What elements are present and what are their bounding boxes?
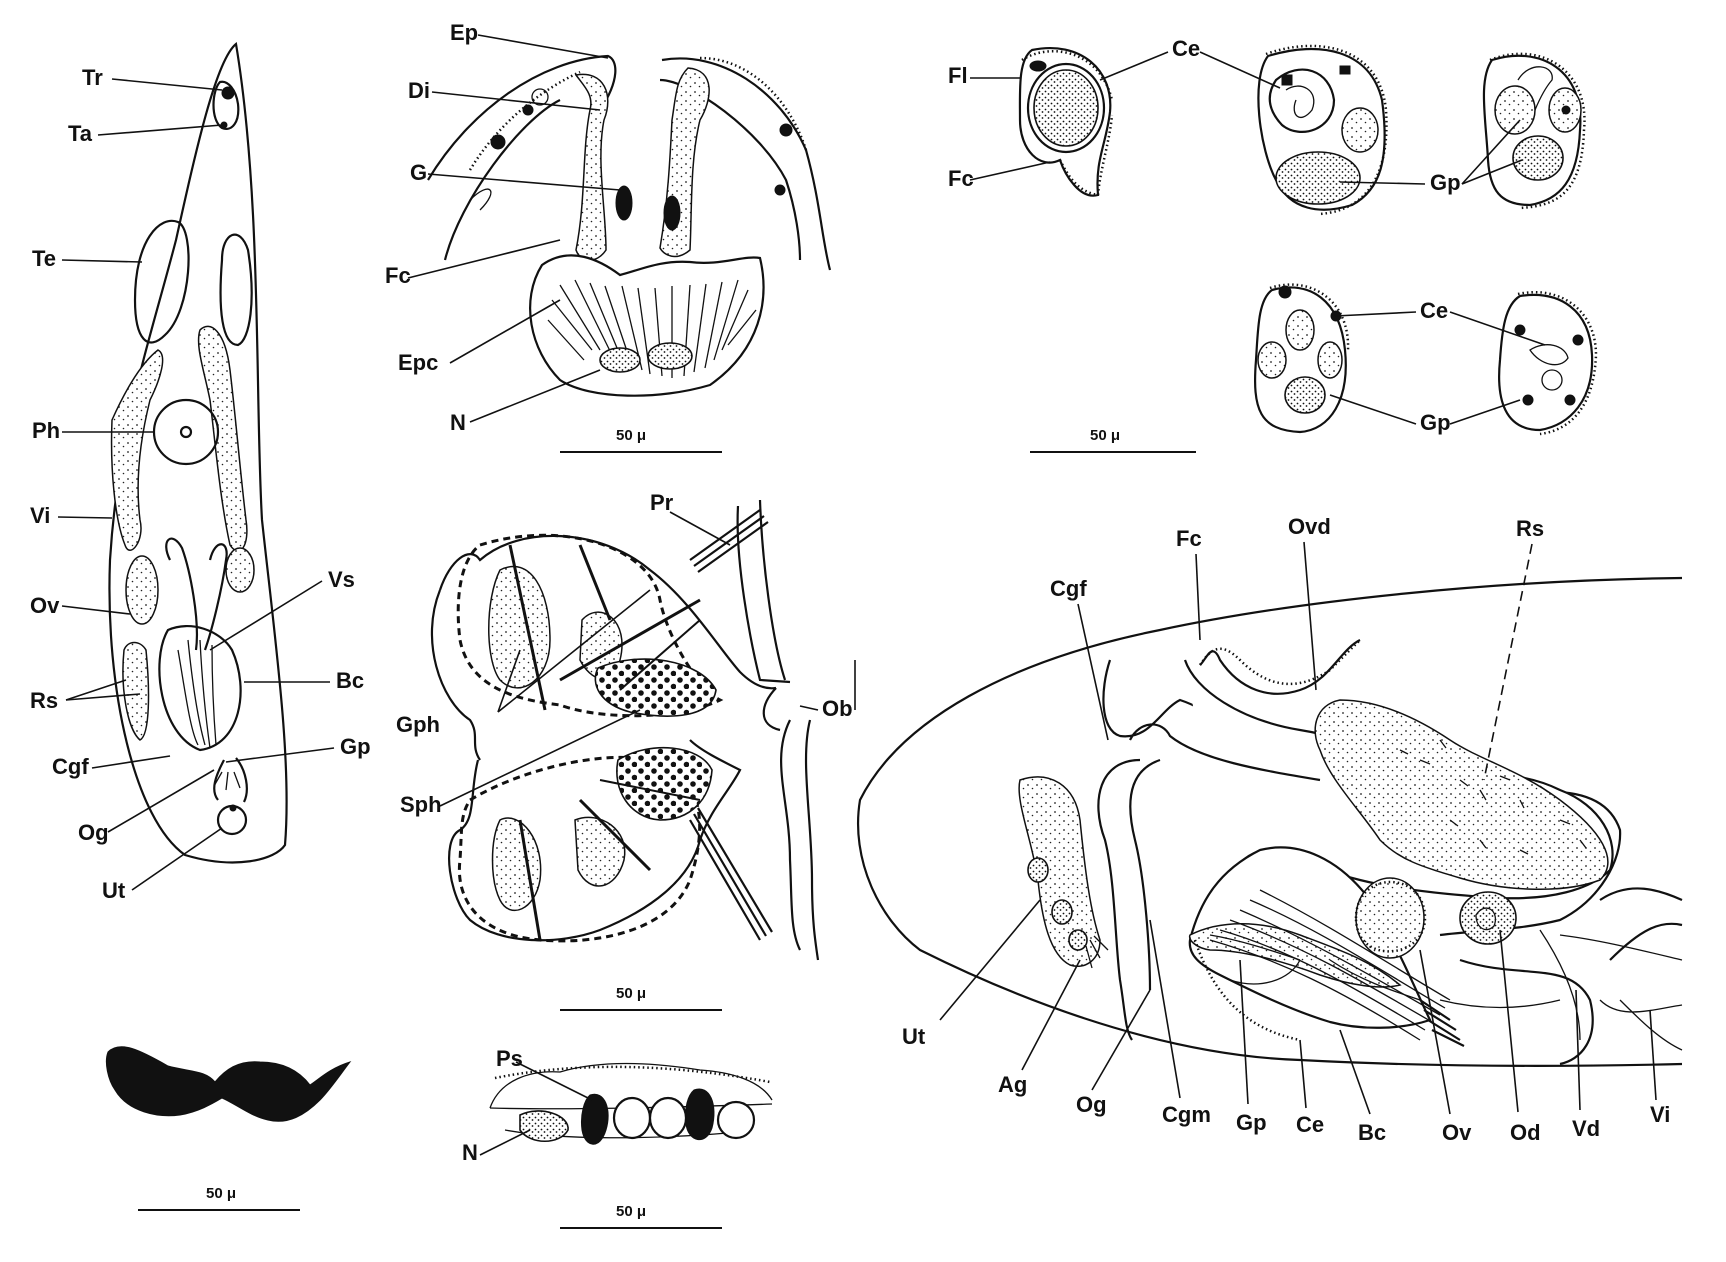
label-gp-long: Gp (1236, 1110, 1267, 1135)
scale-label-pharynx: 50 μ (616, 427, 646, 444)
longitudinal-section-drawing (856, 576, 1683, 1067)
label-rs: Rs (30, 688, 58, 713)
label-vi-long: Vi (1650, 1102, 1670, 1127)
label-ob: Ob (822, 696, 853, 721)
label-rs-long: Rs (1516, 516, 1544, 541)
cross-section-leader-lines (969, 51, 1546, 425)
scale-label-cross-sections: 50 μ (1090, 427, 1120, 444)
label-ovd: Ovd (1288, 514, 1331, 539)
label-pr: Pr (650, 490, 674, 515)
label-gp-top: Gp (1430, 170, 1461, 195)
epidermis-section-drawing (489, 1062, 773, 1145)
label-cgm: Cgm (1162, 1102, 1211, 1127)
genital-atrium-drawing (430, 499, 856, 961)
cross-sections-drawing (1018, 44, 1598, 436)
label-ut: Ut (102, 878, 126, 903)
pharynx-leader-lines (407, 34, 621, 423)
whole-worm-leader-lines (57, 78, 335, 891)
label-ce-top: Ce (1172, 36, 1200, 61)
label-vd: Vd (1572, 1116, 1600, 1141)
longitudinal-leader-lines (939, 541, 1657, 1115)
label-vi: Vi (30, 503, 50, 528)
label-ce-long: Ce (1296, 1112, 1324, 1137)
label-gp: Gp (340, 734, 371, 759)
genital-atrium-leader-lines (439, 511, 819, 807)
label-n-pharynx: N (450, 410, 466, 435)
label-cgf-long: Cgf (1050, 576, 1087, 601)
label-fc-long: Fc (1176, 526, 1202, 551)
label-di: Di (408, 78, 430, 103)
pharynx-section-drawing (427, 54, 832, 397)
label-n-epidermis: N (462, 1140, 478, 1165)
label-g: G (410, 160, 427, 185)
label-fc-cross: Fc (948, 166, 974, 191)
label-cgf: Cgf (52, 754, 89, 779)
label-bc: Bc (336, 668, 364, 693)
label-ta: Ta (68, 121, 93, 146)
label-ep: Ep (450, 20, 478, 45)
label-gp-bottom: Gp (1420, 410, 1451, 435)
label-og: Og (78, 820, 109, 845)
label-gph: Gph (396, 712, 440, 737)
label-ut-long: Ut (902, 1024, 926, 1049)
epidermal-rhabdite-figure (105, 1046, 352, 1122)
label-epc: Epc (398, 350, 438, 375)
label-ph: Ph (32, 418, 60, 443)
label-ov-long: Ov (1442, 1120, 1472, 1145)
label-ov: Ov (30, 593, 60, 618)
label-ag: Ag (998, 1072, 1027, 1097)
epidermis-leader-lines (479, 1061, 593, 1156)
scale-label-epidermis: 50 μ (616, 1203, 646, 1220)
label-te: Te (32, 246, 56, 271)
label-vs: Vs (328, 567, 355, 592)
label-ce-bottom: Ce (1420, 298, 1448, 323)
label-fc-pharynx: Fc (385, 263, 411, 288)
label-ps: Ps (496, 1046, 523, 1071)
label-og-long: Og (1076, 1092, 1107, 1117)
scale-label-whole-worm: 50 μ (206, 1185, 236, 1202)
whole-worm-drawing (108, 41, 288, 864)
label-fl: Fl (948, 63, 968, 88)
scale-label-genital-atrium: 50 μ (616, 985, 646, 1002)
label-tr: Tr (82, 65, 103, 90)
label-sph: Sph (400, 792, 442, 817)
label-bc-long: Bc (1358, 1120, 1386, 1145)
label-od: Od (1510, 1120, 1541, 1145)
